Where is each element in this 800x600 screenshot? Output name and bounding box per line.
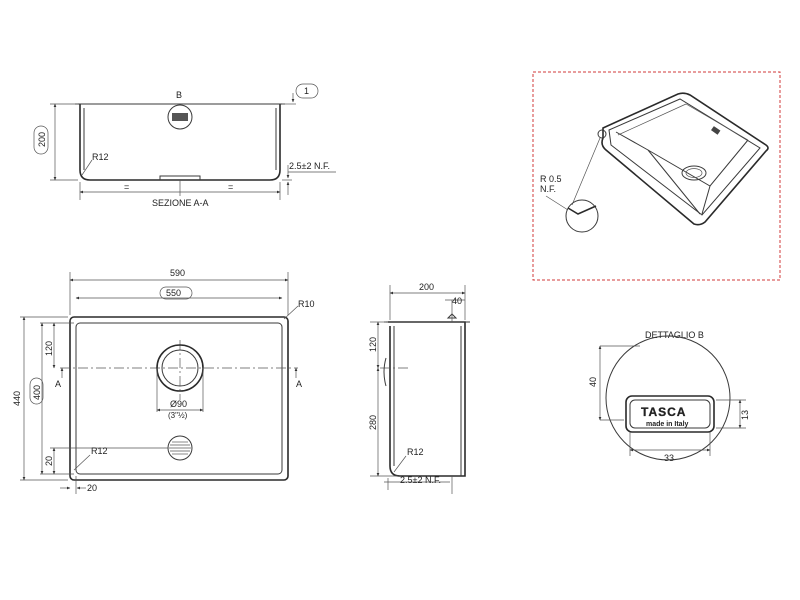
- plan-radius: R12: [91, 446, 108, 456]
- detail-marker-label: B: [176, 90, 182, 100]
- plan-left-offset: 20: [87, 483, 97, 493]
- isometric-view: R 0.5 N.F.: [532, 71, 781, 281]
- height-balloon: [33, 125, 49, 155]
- detail-circle: [605, 335, 731, 461]
- plan-width-inner: 550: [166, 288, 181, 298]
- side-view: 200 40 120 280 R12 2.5±2 N.F.: [368, 282, 470, 494]
- iso-frame: [532, 71, 781, 281]
- plan-height-inner: 400: [32, 385, 42, 400]
- height-inner-balloon: [29, 377, 44, 405]
- section-tolerance: 2.5±2 N.F.: [289, 161, 330, 171]
- side-tolerance: 2.5±2 N.F.: [400, 475, 441, 485]
- plan-height-outer: 440: [12, 391, 22, 406]
- iso-edge-detail: [565, 199, 599, 233]
- drain-inch: (3"½): [168, 411, 188, 420]
- detail-b-marker: [167, 104, 193, 130]
- plan-drain-offset: 120: [44, 341, 54, 356]
- iso-radius-note: R 0.5: [540, 174, 562, 184]
- equal-left: =: [124, 182, 129, 192]
- section-view: B 200 R12 2.5±2 N.F. 1 = = SEZIONE A-A: [33, 83, 336, 208]
- detail-height: 40: [588, 377, 598, 387]
- detail-inner: 13: [740, 410, 750, 420]
- width-inner-balloon: [159, 286, 193, 300]
- side-flange: 40: [452, 296, 462, 306]
- section-radius: R12: [92, 152, 109, 162]
- side-profile: [388, 321, 466, 477]
- drain-diameter: Ø90: [170, 399, 187, 409]
- equal-right: =: [228, 182, 233, 192]
- section-title: SEZIONE A-A: [152, 198, 209, 208]
- plan-radius-top: R10: [298, 299, 315, 309]
- logo-plate: [625, 395, 715, 433]
- detail-width: 33: [664, 453, 674, 463]
- plan-width-outer: 590: [170, 268, 185, 278]
- plan-view: A A 590 550 R10 440 400 120 20 Ø90: [12, 268, 315, 494]
- side-top-offset: 120: [368, 337, 378, 352]
- section-height: 200: [37, 132, 47, 147]
- iso-drain: [681, 165, 707, 181]
- plan-outer: [69, 316, 289, 481]
- detail-b-view: DETTAGLIO B TASCA made in Italy 40 13 33: [588, 330, 750, 463]
- logo-text: TASCA: [641, 405, 686, 419]
- side-radius: R12: [407, 447, 424, 457]
- iso-radius-note2: N.F.: [540, 184, 556, 194]
- logo-sub: made in Italy: [646, 421, 689, 428]
- balloon-1: [295, 83, 319, 99]
- balloon-1-label: 1: [304, 86, 309, 96]
- plan-inner: [75, 322, 283, 475]
- iso-rim: [601, 92, 769, 226]
- cut-left-label: A: [55, 379, 61, 389]
- side-depth: 200: [419, 282, 434, 292]
- detail-title: DETTAGLIO B: [645, 330, 704, 340]
- cut-right-label: A: [296, 379, 302, 389]
- side-lower-height: 280: [368, 415, 378, 430]
- plan-bottom-offset: 20: [44, 456, 54, 466]
